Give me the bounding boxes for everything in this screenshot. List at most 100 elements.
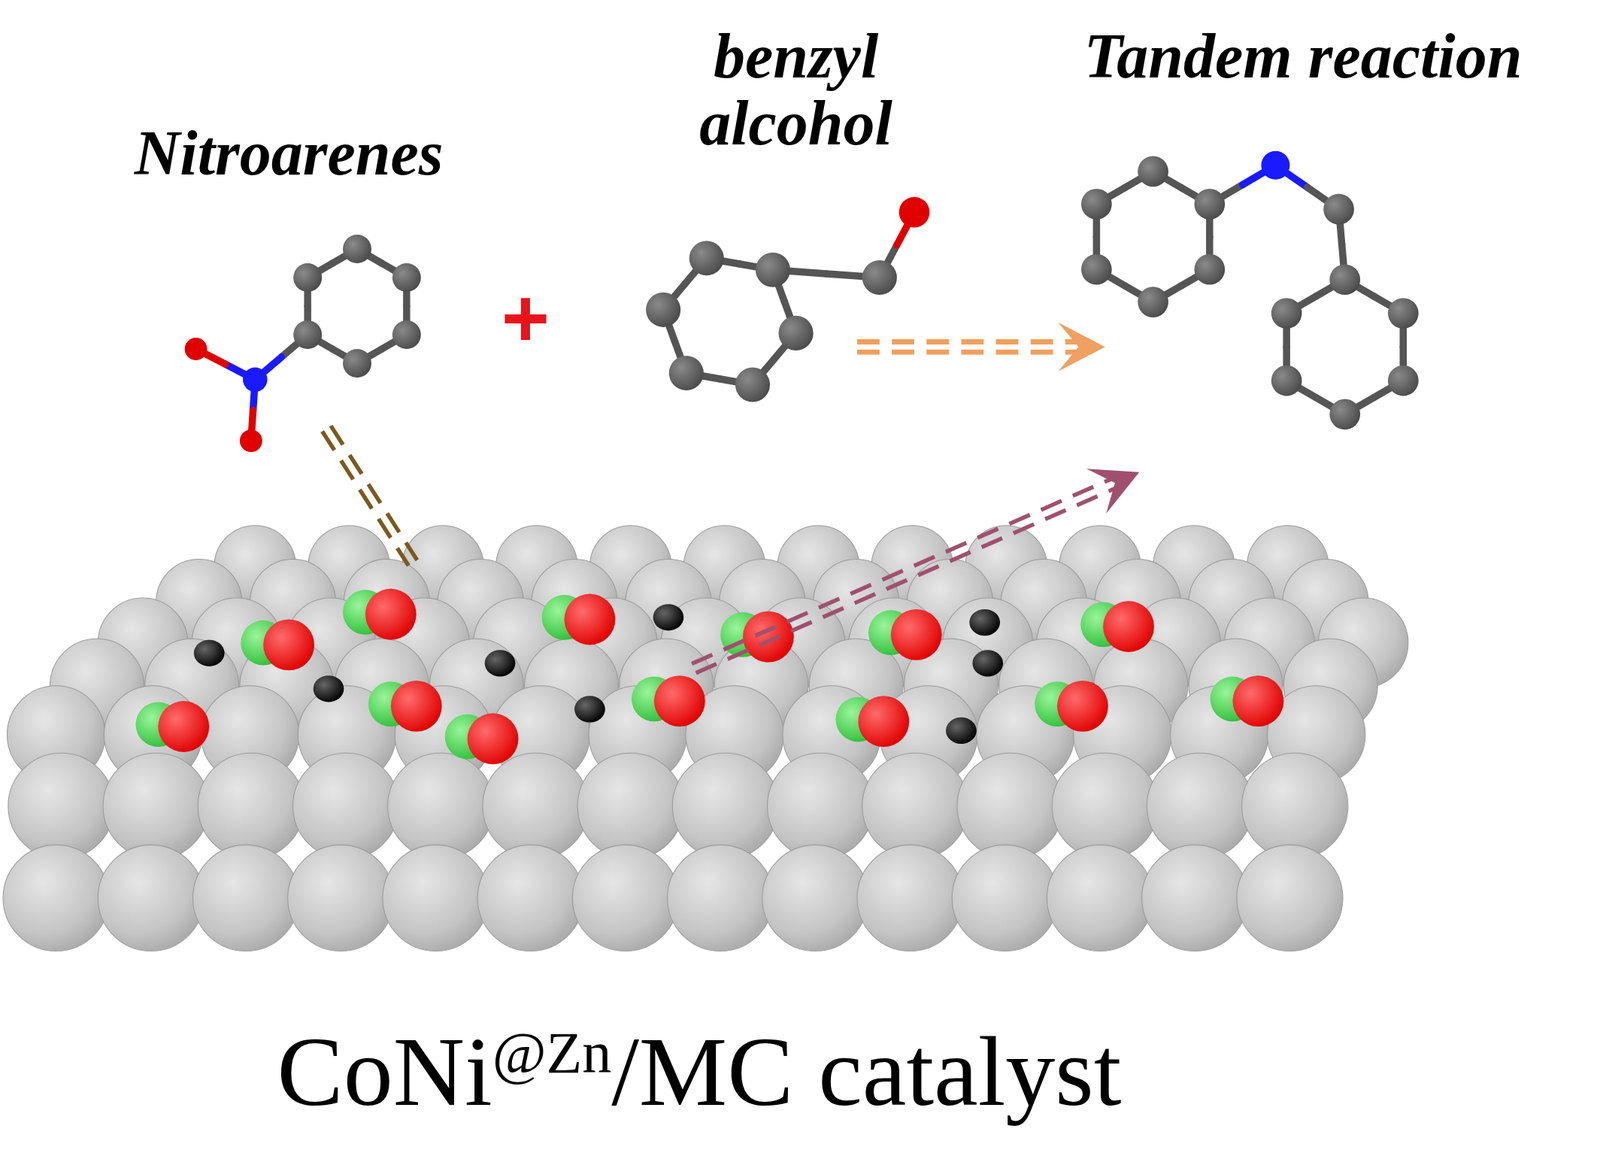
support-sphere xyxy=(103,752,210,859)
support-sphere xyxy=(97,844,204,951)
support-sphere xyxy=(1046,844,1153,951)
atom xyxy=(1193,254,1225,285)
reaction-arrows xyxy=(322,322,1140,673)
dashed-arrow xyxy=(691,478,1112,664)
atom xyxy=(1329,398,1361,430)
atom xyxy=(735,366,770,402)
atom xyxy=(1137,156,1169,188)
atom xyxy=(392,263,422,292)
atom xyxy=(899,196,931,228)
zinc-dot xyxy=(653,603,685,631)
dashed-arrow xyxy=(330,425,418,561)
reactant-label: benzyl alcohol xyxy=(668,23,925,156)
atom xyxy=(184,337,208,361)
support-sphere xyxy=(572,844,679,951)
metal-atom xyxy=(654,675,706,727)
plus-sign: + xyxy=(501,276,550,360)
atom xyxy=(1323,193,1355,225)
atom xyxy=(293,263,322,292)
atom xyxy=(1081,188,1113,220)
dashed-arrow xyxy=(322,430,410,566)
atom xyxy=(862,260,897,295)
metal-atom xyxy=(263,619,315,671)
metal-atom xyxy=(564,593,616,646)
metal-atom xyxy=(857,695,910,747)
active-sites xyxy=(136,588,1285,764)
zinc-dot xyxy=(972,649,1004,676)
zinc-dot xyxy=(193,639,225,667)
atom xyxy=(1081,254,1113,285)
catalyst-surface xyxy=(3,525,1409,952)
catalyst-label: CoNi xyxy=(277,1015,493,1127)
atom xyxy=(342,348,372,378)
atom xyxy=(669,355,704,391)
atom xyxy=(645,292,681,328)
support-sphere xyxy=(3,844,110,951)
superscript-label: @Zn xyxy=(492,1019,612,1085)
atom xyxy=(342,234,372,264)
atom xyxy=(778,315,813,351)
product-label: Tandem reaction xyxy=(1084,23,1523,90)
zinc-dot xyxy=(969,609,1000,636)
metal-atom xyxy=(742,611,794,663)
metal-atom xyxy=(1103,600,1155,652)
metal-atom xyxy=(365,588,417,640)
arrow-head xyxy=(1086,468,1140,514)
atom xyxy=(1271,365,1303,397)
atom xyxy=(1260,151,1290,180)
atom xyxy=(755,252,791,288)
support-sphere xyxy=(482,752,589,859)
metal-atom xyxy=(1232,675,1284,727)
zinc-dot xyxy=(945,717,977,744)
support-sphere xyxy=(672,752,779,859)
atom xyxy=(392,320,422,349)
dashed-arrow xyxy=(696,487,1116,673)
support-sphere xyxy=(1242,752,1349,859)
arrow-head xyxy=(1057,322,1105,372)
atom xyxy=(1329,263,1361,295)
support-sphere xyxy=(477,844,584,951)
atom xyxy=(1387,297,1419,329)
support-sphere xyxy=(857,844,964,951)
support-sphere xyxy=(1051,752,1158,859)
support-sphere xyxy=(762,844,869,951)
metal-atom xyxy=(890,609,943,661)
support-sphere xyxy=(862,752,969,859)
atom xyxy=(293,320,322,349)
reactant-label: Nitroarenes xyxy=(134,119,444,186)
support-sphere xyxy=(197,752,304,859)
atom xyxy=(1387,365,1419,397)
atom xyxy=(242,366,268,392)
support-sphere xyxy=(293,752,400,859)
molecules xyxy=(184,151,1419,452)
catalyst-label: /MC catalyst xyxy=(611,1015,1122,1127)
support-sphere xyxy=(193,844,300,951)
zinc-dot xyxy=(574,695,606,722)
atom xyxy=(689,240,725,276)
dashed-arrow xyxy=(857,349,1077,355)
atom xyxy=(239,429,263,452)
metal-atom xyxy=(157,700,210,752)
support-sphere xyxy=(577,752,684,859)
atom xyxy=(1137,286,1169,318)
metal-atom xyxy=(467,712,519,764)
support-sphere xyxy=(8,752,115,859)
support-sphere xyxy=(387,752,494,859)
support-sphere xyxy=(957,752,1064,859)
support-sphere xyxy=(287,844,394,951)
atom xyxy=(1193,188,1225,220)
metal-atom xyxy=(390,680,443,732)
support-sphere xyxy=(1142,844,1249,951)
metal-atom xyxy=(1057,680,1109,732)
atom xyxy=(1271,297,1303,329)
catalyst-name: CoNi@Zn/MC catalyst xyxy=(277,1021,1122,1122)
dashed-arrow xyxy=(857,339,1077,345)
support-sphere xyxy=(1146,752,1253,859)
support-sphere xyxy=(382,844,489,951)
zinc-dot xyxy=(484,649,516,676)
support-sphere xyxy=(667,844,774,951)
support-sphere xyxy=(1236,844,1343,951)
zinc-dot xyxy=(313,675,345,702)
support-sphere xyxy=(767,752,874,859)
support-sphere xyxy=(951,844,1058,951)
